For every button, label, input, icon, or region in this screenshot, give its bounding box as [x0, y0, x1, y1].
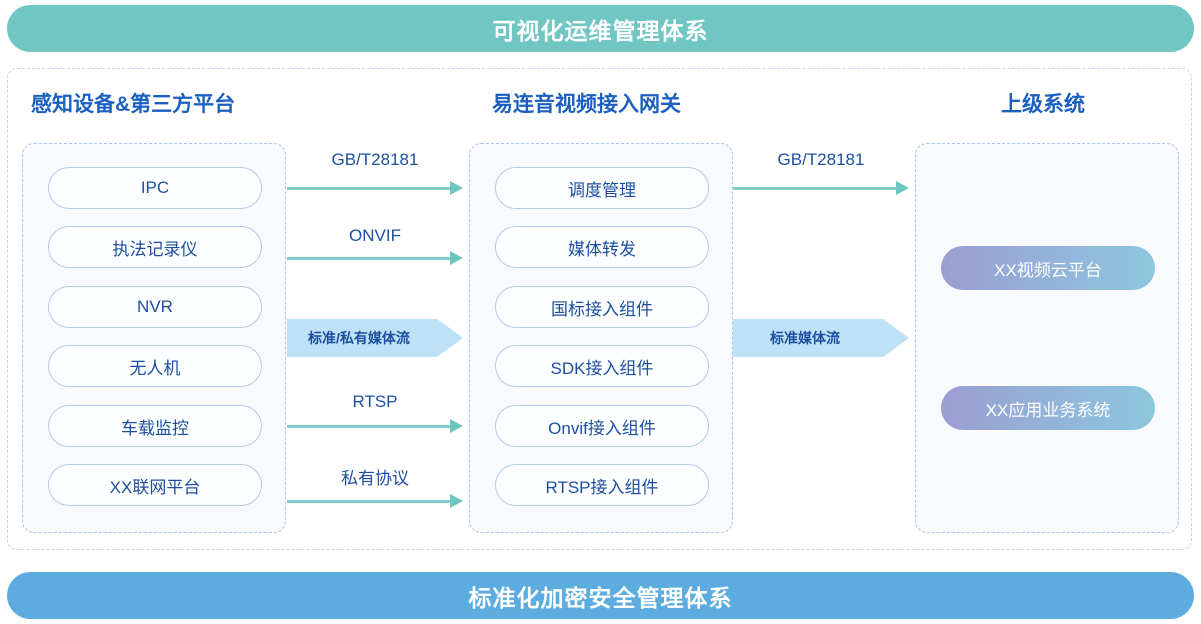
column-title-gateway: 易连音视频接入网关: [492, 93, 681, 116]
arrow-shaft: [287, 187, 451, 190]
connector-block-arrow-mixed-media: 标准/私有媒体流: [287, 319, 463, 357]
top-banner: 可视化运维管理体系: [7, 5, 1194, 52]
arrow-head-icon: [450, 181, 463, 195]
connector-label-private-protocol: 私有协议: [341, 469, 409, 488]
connector-label-gbt28181-right: GB/T28181: [777, 150, 865, 169]
list-item[interactable]: 执法记录仪: [48, 226, 262, 268]
top-banner-label: 可视化运维管理体系: [492, 17, 709, 44]
list-item[interactable]: 调度管理: [495, 167, 709, 209]
connector-label-mixed-media: 标准/私有媒体流: [308, 330, 410, 346]
list-item[interactable]: RTSP接入组件: [495, 464, 709, 506]
list-item[interactable]: NVR: [48, 286, 262, 328]
list-item[interactable]: XX联网平台: [48, 464, 262, 506]
arrow-body: 标准媒体流: [733, 319, 883, 357]
list-item[interactable]: SDK接入组件: [495, 345, 709, 387]
group-box-upper-system: [915, 143, 1179, 533]
list-item[interactable]: Onvif接入组件: [495, 405, 709, 447]
list-item[interactable]: IPC: [48, 167, 262, 209]
arrow-shaft: [287, 257, 451, 260]
arrow-shaft: [733, 187, 897, 190]
connector-label-rtsp: RTSP: [352, 392, 398, 411]
column-title-upper-system: 上级系统: [1001, 93, 1085, 116]
list-item[interactable]: XX应用业务系统: [941, 386, 1155, 430]
arrow-head-icon: [450, 419, 463, 433]
column-title-perception: 感知设备&第三方平台: [31, 93, 236, 116]
arrow-head-icon: [450, 251, 463, 265]
bottom-banner: 标准化加密安全管理体系: [7, 572, 1194, 619]
list-item[interactable]: 国标接入组件: [495, 286, 709, 328]
arrow-head-icon: [883, 319, 909, 357]
arrow-shaft: [287, 425, 451, 428]
bottom-banner-label: 标准化加密安全管理体系: [468, 584, 733, 611]
arrow-head-icon: [437, 319, 463, 357]
list-item[interactable]: 媒体转发: [495, 226, 709, 268]
list-item[interactable]: XX视频云平台: [941, 246, 1155, 290]
connector-label-onvif: ONVIF: [349, 226, 401, 245]
arrow-head-icon: [896, 181, 909, 195]
connector-label-standard-media: 标准媒体流: [770, 330, 840, 346]
list-item[interactable]: 车载监控: [48, 405, 262, 447]
connector-arrow-private-protocol: [287, 494, 463, 508]
connector-block-arrow-standard-media: 标准媒体流: [733, 319, 909, 357]
connector-arrow-rtsp: [287, 419, 463, 433]
connector-arrow-gbt28181-left: [287, 181, 463, 195]
arrow-shaft: [287, 500, 451, 503]
list-item[interactable]: 无人机: [48, 345, 262, 387]
arrow-body: 标准/私有媒体流: [287, 319, 437, 357]
connector-label-gbt28181-left: GB/T28181: [331, 150, 419, 169]
arrow-head-icon: [450, 494, 463, 508]
connector-arrow-onvif: [287, 251, 463, 265]
connector-arrow-gbt28181-right: [733, 181, 909, 195]
